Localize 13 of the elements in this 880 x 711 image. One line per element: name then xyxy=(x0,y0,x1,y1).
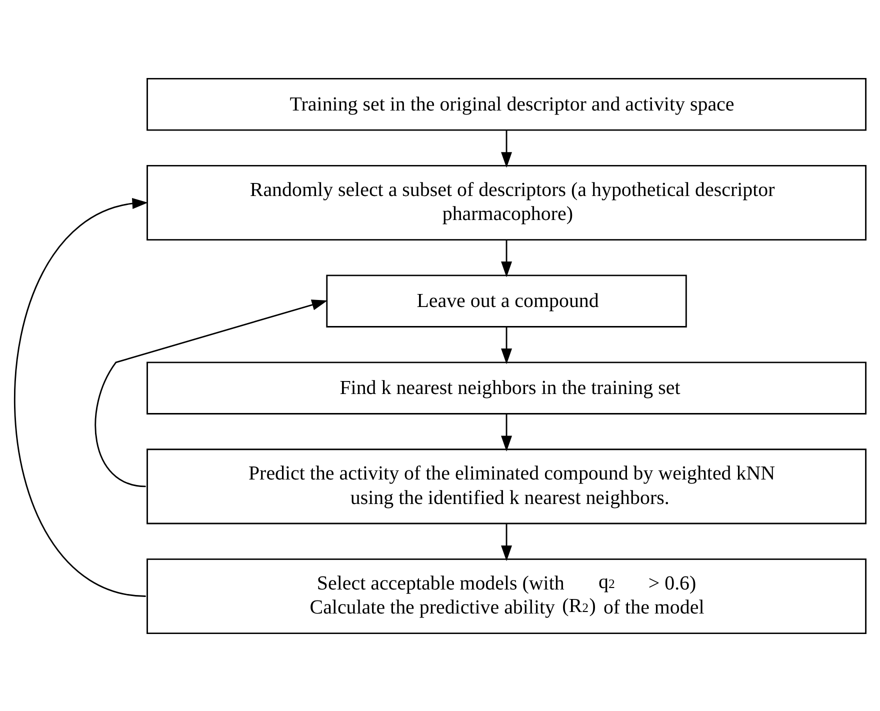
node-box: Select acceptable models (with q2 > 0.6) Calculate the predictive ability (R2) of the model xyxy=(146,558,866,634)
arrow xyxy=(501,414,512,451)
arrow xyxy=(501,240,512,277)
node-box: Find k nearest neighbors in the training set xyxy=(146,361,866,414)
arrow xyxy=(501,130,512,168)
arrow xyxy=(501,326,512,364)
arrow xyxy=(501,524,512,561)
node-box: Predict the activity of the eliminated compound by weighted kNN using the identified k nearest neighbors. xyxy=(146,448,866,524)
node-box: Training set in the original descriptor and activity space xyxy=(146,78,866,130)
node-box: Leave out a compound xyxy=(326,274,687,327)
arrow xyxy=(14,198,148,596)
arrow xyxy=(94,299,328,487)
node-box: Randomly select a subset of descriptors (a hypothetical descriptor pharmacophore) xyxy=(146,164,866,240)
